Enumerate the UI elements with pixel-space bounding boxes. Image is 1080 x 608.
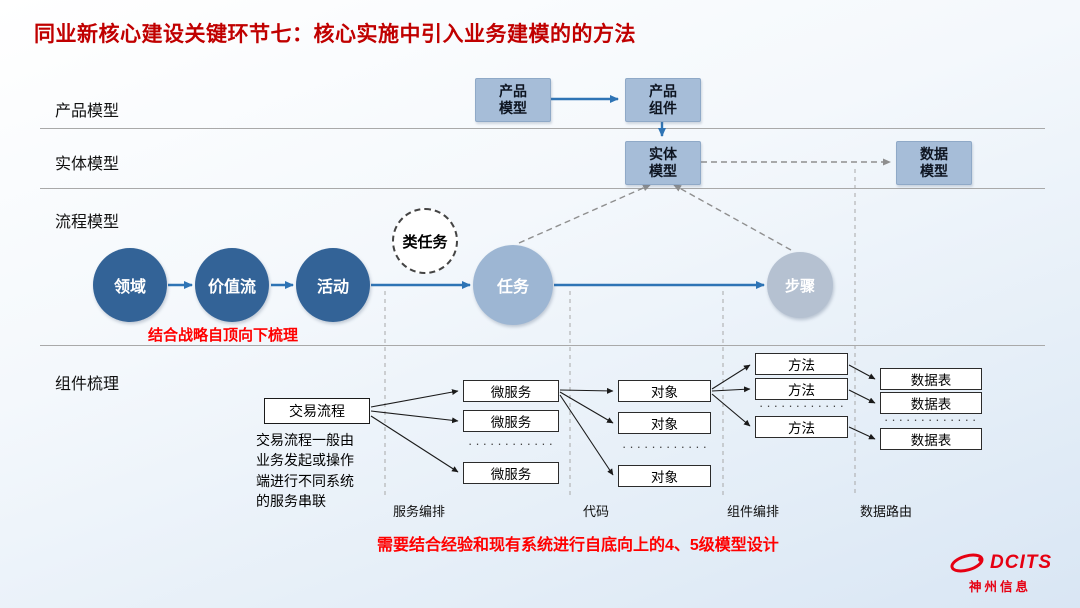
lane-label-code: 代码	[583, 504, 610, 519]
data-table-box-3: 数据表	[880, 428, 982, 450]
method-box-3: 方法	[755, 416, 848, 438]
method-box-2: 方法	[755, 378, 848, 400]
microservice-ellipsis: ····················	[468, 436, 556, 451]
object-box-3: 对象	[618, 465, 711, 487]
product-component-box: 产品组件	[625, 78, 701, 122]
lane-label-component-orchestration: 组件编排	[727, 504, 780, 519]
product-model-box-label: 产品模型	[499, 82, 527, 117]
data-table-box-2: 数据表	[880, 392, 982, 414]
circle-domain: 领域	[93, 248, 167, 322]
page-title: 同业新核心建设关键环节七：核心实施中引入业务建模的的方法	[34, 23, 636, 46]
data-table-box-1: 数据表	[880, 368, 982, 390]
trade-flow-note: 交易流程一般由业务发起或操作端进行不同系统的服务串联	[256, 432, 354, 509]
dcits-company-text: 神州信息	[968, 580, 1031, 594]
dcits-brand-text: DCITS	[990, 552, 1052, 573]
top-down-note: 结合战略自顶向下梳理	[148, 327, 299, 344]
row-label-entity-model: 实体模型	[55, 156, 120, 173]
method-box-1: 方法	[755, 353, 848, 375]
divider-process-component	[40, 345, 1045, 346]
entity-model-box-label: 实体模型	[649, 145, 677, 180]
object-box-1: 对象	[618, 380, 711, 402]
class-task-circle: 类任务	[392, 208, 458, 274]
object-box-2: 对象	[618, 412, 711, 434]
divider-product-entity	[40, 128, 1045, 129]
product-component-box-label: 产品组件	[649, 82, 677, 117]
object-ellipsis: ····················	[622, 439, 707, 454]
row-label-process-model: 流程模型	[55, 214, 120, 231]
bottom-up-note: 需要结合经验和现有系统进行自底向上的4、5级模型设计	[377, 537, 779, 554]
divider-entity-process	[40, 188, 1045, 189]
circle-step: 步骤	[767, 252, 833, 318]
dcits-logo: DCITS 神州信息	[948, 551, 1052, 595]
lane-label-service-orchestration: 服务编排	[393, 504, 446, 519]
lane-label-data-routing: 数据路由	[860, 504, 913, 519]
data-model-box: 数据模型	[896, 141, 972, 185]
row-label-product-model: 产品模型	[55, 103, 120, 120]
data-table-ellipsis: ····················	[884, 412, 978, 427]
circle-activity: 活动	[296, 248, 370, 322]
dcits-swoosh-icon	[950, 553, 984, 573]
trade-flow-box: 交易流程	[264, 398, 370, 424]
microservice-box-3: 微服务	[463, 462, 559, 484]
circle-value-stream: 价值流	[195, 248, 269, 322]
product-model-box: 产品模型	[475, 78, 551, 122]
microservice-box-2: 微服务	[463, 410, 559, 432]
dcits-logo-row: DCITS	[948, 551, 1052, 575]
circle-task: 任务	[473, 245, 553, 325]
row-label-component-sort: 组件梳理	[55, 376, 120, 393]
data-model-box-label: 数据模型	[920, 145, 948, 180]
microservice-box-1: 微服务	[463, 380, 559, 402]
method-ellipsis: ····················	[759, 398, 844, 413]
entity-model-box: 实体模型	[625, 141, 701, 185]
